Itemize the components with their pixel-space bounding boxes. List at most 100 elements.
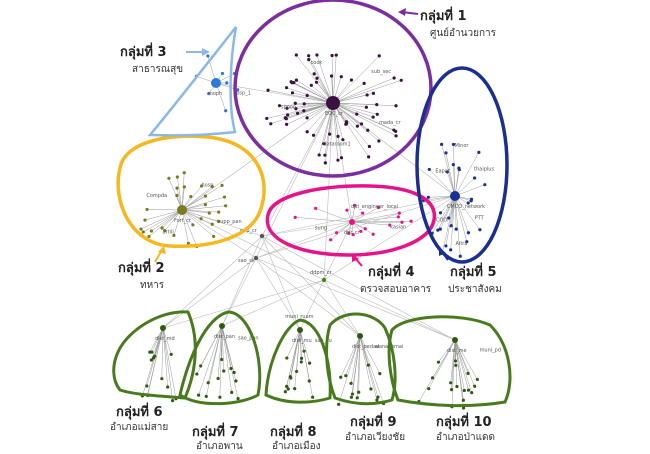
node (206, 54, 209, 57)
node (191, 223, 194, 226)
node (284, 390, 287, 393)
node (356, 396, 359, 399)
hub-label: EOC_cr (325, 111, 344, 117)
hub-node (357, 333, 363, 339)
node (335, 231, 338, 234)
node (212, 235, 215, 238)
node (313, 72, 316, 75)
node (375, 103, 378, 106)
edge (455, 196, 468, 233)
hub-label: moph (208, 91, 222, 97)
node (324, 161, 327, 164)
node (285, 123, 288, 126)
hub-label: dist_pan (214, 334, 235, 340)
bridge-edge (163, 236, 262, 328)
edge (295, 217, 352, 222)
hub-node (452, 337, 458, 343)
node (290, 80, 293, 83)
node (473, 385, 476, 388)
node (394, 134, 397, 137)
node (459, 255, 462, 258)
node-label: sub_sec (371, 69, 391, 75)
group-3-outline (150, 27, 236, 135)
node (367, 364, 370, 367)
bridge-edge (182, 210, 256, 258)
node (350, 396, 353, 399)
node (470, 199, 473, 202)
node (295, 53, 298, 56)
node (376, 113, 379, 116)
node-label: cook (311, 60, 323, 66)
node (175, 194, 178, 197)
group-10-title: กลุ่มที่ 10 (436, 412, 492, 430)
node (308, 362, 311, 365)
node (305, 116, 308, 119)
node (360, 122, 363, 125)
node (265, 117, 268, 120)
edge (455, 340, 477, 379)
edge (333, 55, 336, 103)
node (204, 195, 207, 198)
edge (360, 336, 380, 374)
node (369, 387, 372, 390)
node (483, 183, 486, 186)
bridge-node (322, 278, 326, 282)
node-label: dataroom1 (323, 142, 350, 148)
node (454, 359, 457, 362)
group-3-subtitle: สาธารณสุข (132, 64, 183, 75)
node (478, 228, 481, 231)
node (428, 168, 431, 171)
group-10-subtitle: อำเภอป่าแดด (436, 432, 495, 443)
node (220, 184, 223, 187)
node-label: mada_cr (379, 120, 401, 126)
edge (222, 326, 234, 373)
node (357, 391, 360, 394)
node (462, 399, 465, 402)
node (147, 235, 150, 238)
node (466, 372, 469, 375)
node (378, 372, 381, 375)
node (356, 125, 359, 128)
node (286, 113, 289, 116)
edge (267, 103, 333, 118)
node (455, 385, 458, 388)
group-9-title: กลุ่มที่ 9 (350, 412, 397, 430)
edge (155, 328, 163, 356)
node-label: supp_pan (218, 219, 242, 225)
node (455, 228, 458, 231)
node (463, 389, 466, 392)
node-label: kasian (390, 225, 406, 231)
bridge-edge (262, 222, 352, 236)
node (223, 195, 226, 198)
bridge-label: sao_sk (238, 258, 255, 264)
node (207, 381, 210, 384)
node (175, 187, 178, 190)
node (335, 53, 338, 56)
node (224, 204, 227, 207)
node (197, 394, 200, 397)
node (449, 381, 452, 384)
node (351, 392, 354, 395)
node (437, 361, 440, 364)
node (285, 86, 288, 89)
node (410, 220, 413, 223)
node (306, 130, 309, 133)
group-10-outline (389, 317, 510, 406)
node (195, 372, 198, 375)
node (450, 388, 453, 391)
node (315, 53, 318, 56)
node (220, 358, 223, 361)
node-label: artill (163, 229, 174, 235)
node (302, 350, 305, 353)
bridge-node (260, 234, 264, 238)
node (372, 92, 375, 95)
group-4-title: กลุ่มที่ 4 (368, 262, 415, 280)
node (236, 397, 239, 400)
node (364, 227, 367, 230)
node (287, 387, 290, 390)
node (300, 360, 303, 363)
node (211, 223, 214, 226)
node (473, 176, 476, 179)
group-5-subtitle: ประชาสังคม (448, 284, 502, 295)
node (440, 143, 443, 146)
